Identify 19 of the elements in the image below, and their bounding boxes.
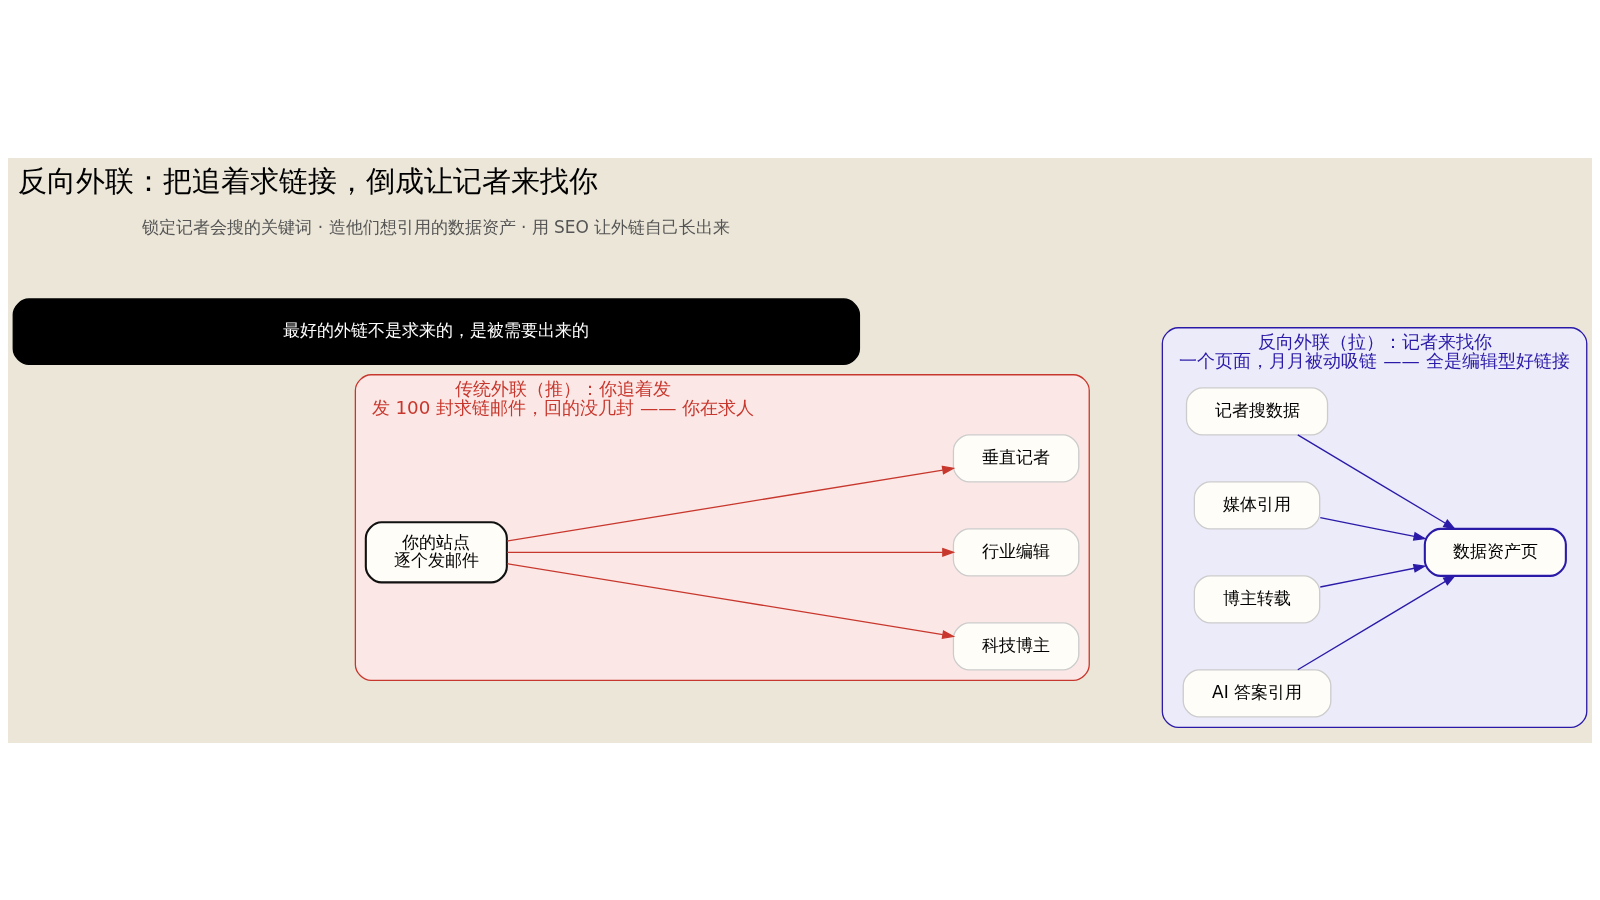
node-box: 媒体引用 xyxy=(1193,480,1321,529)
label: 锁定记者会搜的关键词 · 造他们想引用的数据资产 · 用 SEO 让外链自己长出来 xyxy=(142,216,731,237)
arrow xyxy=(506,562,956,639)
arrow xyxy=(1319,563,1427,588)
diagram-title: 反向外联：把追着求链接，倒成让记者来找你 xyxy=(18,163,599,198)
node-box: AI 答案引用 xyxy=(1182,668,1332,718)
node-box: 行业编辑 xyxy=(952,527,1080,576)
arrow xyxy=(1297,574,1457,670)
arrow xyxy=(506,547,956,557)
arrow xyxy=(506,465,956,542)
node-box: 数据资产页 xyxy=(1423,527,1567,577)
node-box: 科技博主 xyxy=(952,621,1080,671)
node-box: 垂直记者 xyxy=(952,433,1080,482)
node-box: 最好的外链不是求来的，是被需要出来的 xyxy=(12,297,861,365)
node-box: 你的站点 逐个发邮件 xyxy=(364,520,508,583)
arrow xyxy=(1297,433,1457,530)
node-box: 博主转载 xyxy=(1193,574,1321,624)
node-box: 记者搜数据 xyxy=(1185,386,1329,435)
arrow xyxy=(1319,516,1427,541)
